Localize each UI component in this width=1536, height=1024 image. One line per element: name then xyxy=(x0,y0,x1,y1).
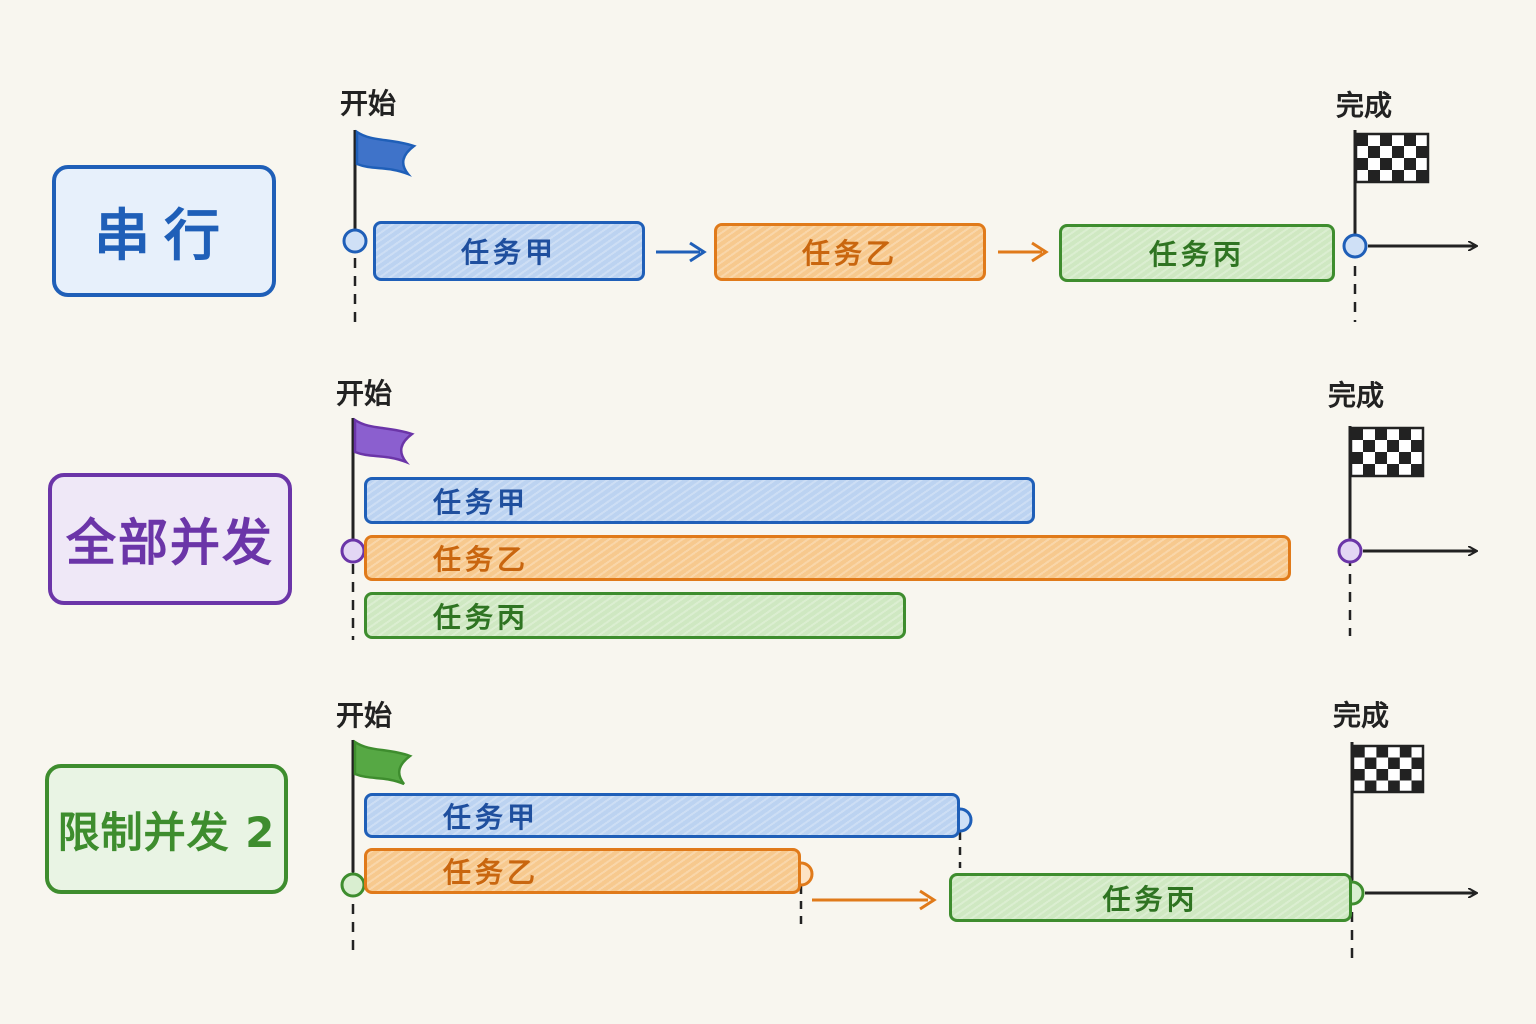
mode-label-all-concurrent: 全部并发 xyxy=(48,473,292,605)
task-bar-c: 任务丙 xyxy=(949,873,1352,922)
arrowhead-b-to-c xyxy=(919,889,937,911)
row-serial xyxy=(342,129,1476,322)
arrowhead-b-to-c xyxy=(1031,241,1049,263)
row-all-concurrent xyxy=(340,417,1476,640)
finish-label: 完成 xyxy=(1333,699,1390,732)
finish-node xyxy=(1342,233,1368,259)
task-bar-a: 任务甲 xyxy=(373,221,645,281)
start-node xyxy=(342,228,368,254)
task-bar-c: 任务丙 xyxy=(1059,224,1335,282)
start-flag-icon xyxy=(353,417,415,465)
start-label: 开始 xyxy=(336,699,393,732)
start-flag-icon xyxy=(353,739,413,786)
task-bar-b: 任务乙 xyxy=(714,223,986,281)
mode-label-limited-concurrent: 限制并发 2 xyxy=(45,764,288,894)
start-node xyxy=(340,872,366,898)
task-bar-c: 任务丙 xyxy=(364,592,906,639)
mode-label-serial: 串行 xyxy=(52,165,276,297)
row-limited-concurrent xyxy=(340,739,1476,958)
start-label: 开始 xyxy=(336,377,393,410)
finish-node xyxy=(1337,538,1363,564)
checkered-flag-icon xyxy=(1351,744,1425,794)
start-label: 开始 xyxy=(340,87,397,120)
task-bar-b: 任务乙 xyxy=(364,535,1291,581)
task-bar-a: 任务甲 xyxy=(364,793,960,838)
start-flag-icon xyxy=(355,129,417,177)
task-bar-a: 任务甲 xyxy=(364,477,1035,524)
finish-label: 完成 xyxy=(1336,89,1393,122)
checkered-flag-icon xyxy=(1354,132,1430,184)
task-bar-b: 任务乙 xyxy=(364,848,801,894)
start-node xyxy=(340,538,366,564)
finish-label: 完成 xyxy=(1328,379,1385,412)
arrowhead-a-to-b xyxy=(689,241,707,263)
checkered-flag-icon xyxy=(1349,426,1425,478)
